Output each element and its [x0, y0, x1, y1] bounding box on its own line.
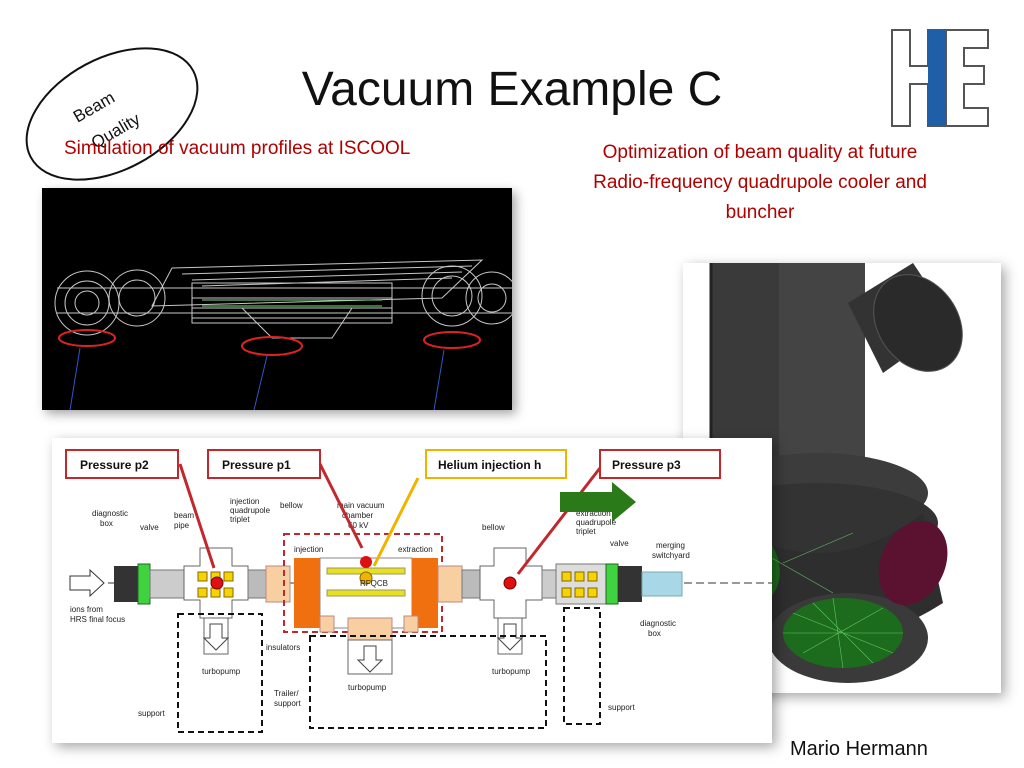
insulators-label: insulators	[266, 643, 300, 652]
ext-triplet-label-3: triplet	[576, 527, 596, 536]
merging-label-2: switchyard	[652, 551, 690, 560]
slide-title: Vacuum Example C	[301, 63, 723, 116]
callout-helium-injection: Helium injection h	[438, 458, 541, 472]
main-vacuum-label-2: chamber	[342, 511, 373, 520]
ions-label-2: HRS final focus	[70, 615, 125, 624]
callout-pressure-p3: Pressure p3	[612, 458, 681, 472]
diag-box-right-label-2: box	[648, 629, 661, 638]
diagnostic-box-label-1: diagnostic	[92, 509, 128, 518]
injection-label: injection	[294, 545, 323, 554]
callout-pressure-p2: Pressure p2	[80, 458, 149, 472]
main-vacuum-label-1: main vacuum	[337, 501, 385, 510]
callout-pressure-p1: Pressure p1	[222, 458, 291, 472]
subtitle-right-line1: Optimization of beam quality at future	[602, 142, 918, 163]
subtitle-right: Optimization of beam quality at future R…	[540, 138, 980, 228]
inj-triplet-label-2: quadrupole	[230, 506, 271, 515]
inj-triplet-label-1: injection	[230, 497, 259, 506]
diag-box-right-label-1: diagnostic	[640, 619, 676, 628]
trailer-label-1: Trailer/	[274, 689, 299, 698]
valve-label-right: valve	[610, 539, 629, 548]
merging-label-1: merging	[656, 541, 685, 550]
subtitle-left: Simulation of vacuum profiles at ISCOOL	[64, 138, 411, 159]
valve-label-left: valve	[140, 523, 159, 532]
rfqcb-label: RFQCB	[360, 579, 388, 588]
pipe-label: pipe	[174, 521, 190, 530]
kv-label: 60 kV	[348, 521, 369, 530]
ext-triplet-label-2: quadrupole	[576, 518, 617, 527]
extraction-label: extraction	[398, 545, 433, 554]
wireframe-simulation-image	[42, 188, 519, 411]
support-label-right: support	[608, 703, 635, 712]
turbopump-label-1: turbopump	[202, 667, 241, 676]
author-name: Mario Hermann	[790, 738, 928, 760]
bellow-label-right: bellow	[482, 523, 505, 532]
subtitle-right-line3: buncher	[725, 202, 795, 223]
vacuum-schematic-diagram: ions from HRS final focus diagnostic box…	[52, 438, 772, 743]
subtitle-right-line2: Radio-frequency quadrupole cooler and	[593, 172, 927, 193]
diagnostic-box-label-2: box	[100, 519, 113, 528]
beam-quality-bubble: Beam Quality	[12, 44, 212, 184]
he-logo	[890, 28, 990, 128]
ext-triplet-label-1: extraction	[576, 509, 611, 518]
trailer-label-2: support	[274, 699, 301, 708]
ions-label-1: ions from	[70, 605, 103, 614]
inj-triplet-label-3: triplet	[230, 515, 250, 524]
bellow-label-left: bellow	[280, 501, 303, 510]
beam-label: beam	[174, 511, 194, 520]
turbopump-label-3: turbopump	[492, 667, 531, 676]
turbopump-label-2: turbopump	[348, 683, 387, 692]
support-label-left: support	[138, 709, 165, 718]
